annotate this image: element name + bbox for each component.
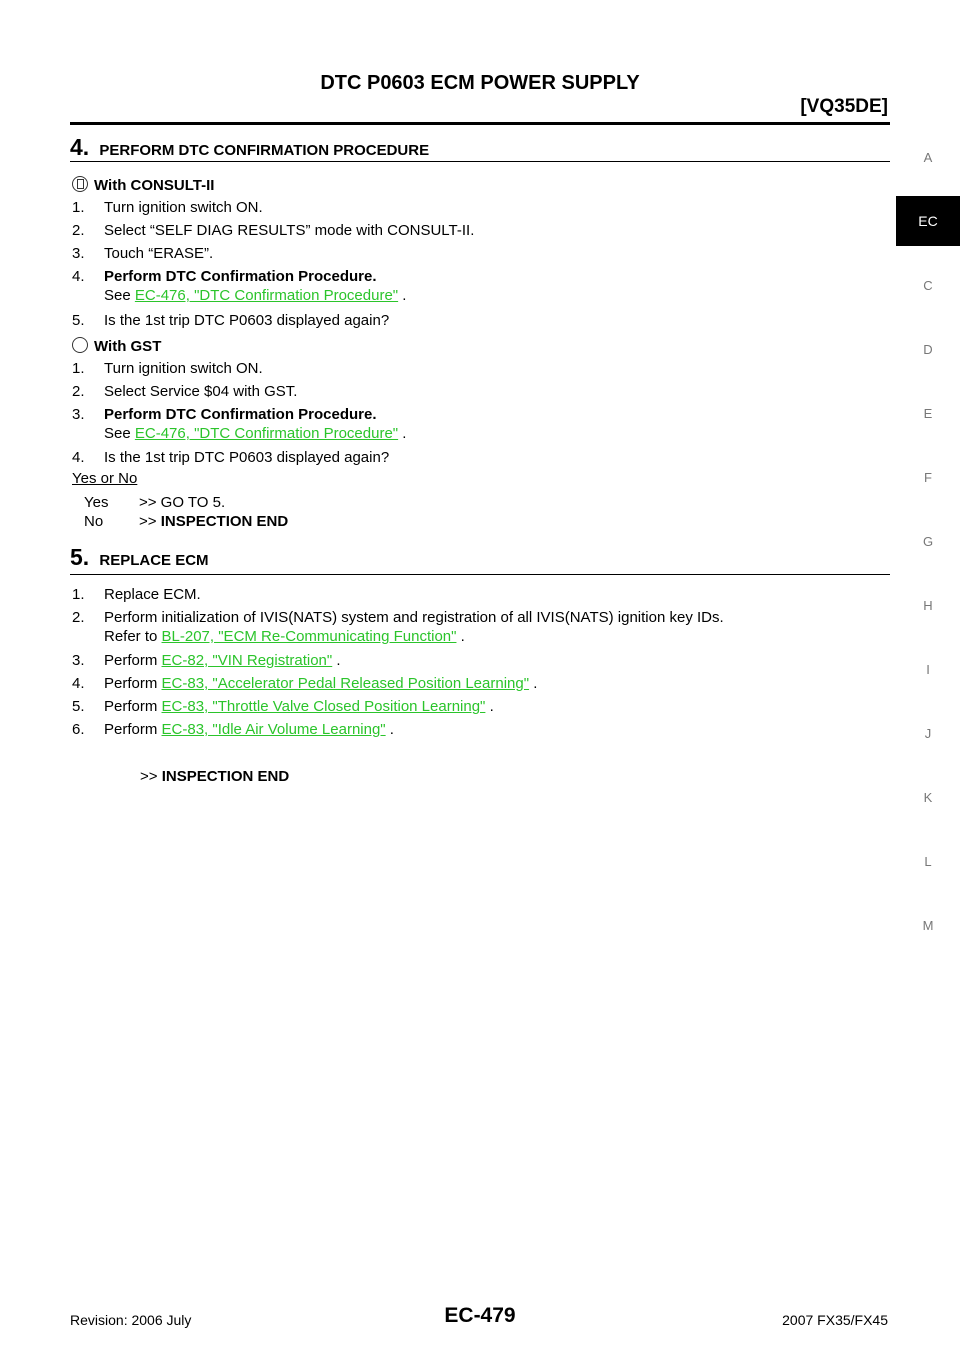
- side-tab-m[interactable]: M: [922, 918, 934, 933]
- consult-icon: [72, 176, 88, 192]
- gst-dtc-link[interactable]: EC-476, "DTC Confirmation Procedure": [134, 425, 399, 442]
- yes-row: Yes>> GO TO 5.: [84, 494, 226, 511]
- accelerator-learning-link[interactable]: EC-83, "Accelerator Pedal Released Posit…: [161, 675, 530, 692]
- engine-code: [VQ35DE]: [800, 96, 888, 117]
- consult-step-1: 1.Turn ignition switch ON.: [72, 199, 263, 216]
- side-tab-a[interactable]: A: [923, 150, 933, 165]
- side-tab-e[interactable]: E: [923, 406, 933, 421]
- gst-label: With GST: [72, 337, 161, 356]
- step-5-end: >> INSPECTION END: [140, 768, 290, 785]
- gst-step-2: 2.Select Service $04 with GST.: [72, 383, 298, 400]
- step-5-heading: 5. REPLACE ECM: [70, 544, 209, 571]
- consult-step-3: 3.Touch “ERASE”.: [72, 245, 214, 262]
- consult-step-4: 4.Perform DTC Confirmation Procedure.: [72, 268, 377, 285]
- consult-step-2: 2.Select “SELF DIAG RESULTS” mode with C…: [72, 222, 475, 239]
- gst-step-4: 4.Is the 1st trip DTC P0603 displayed ag…: [72, 449, 390, 466]
- side-tab-ec[interactable]: EC: [896, 196, 960, 246]
- gst-see-line: See EC-476, "DTC Confirmation Procedure"…: [104, 425, 407, 442]
- ecm-step-1: 1.Replace ECM.: [72, 586, 201, 603]
- gst-icon: [72, 337, 88, 353]
- step-5-number: 5.: [70, 544, 90, 570]
- side-tab-i[interactable]: I: [926, 662, 930, 677]
- ecm-refer-line: Refer to BL-207, "ECM Re-Communicating F…: [104, 628, 465, 645]
- throttle-learning-link[interactable]: EC-83, "Throttle Valve Closed Position L…: [161, 698, 486, 715]
- ecm-step-3: 3.Perform EC-82, "VIN Registration" .: [72, 652, 341, 669]
- side-tab-h[interactable]: H: [923, 598, 933, 613]
- side-tab-j[interactable]: J: [924, 726, 932, 741]
- step-4-divider: [70, 161, 890, 162]
- ecm-step-4: 4.Perform EC-83, "Accelerator Pedal Rele…: [72, 675, 538, 692]
- consult-dtc-link[interactable]: EC-476, "DTC Confirmation Procedure": [134, 287, 399, 304]
- step-5-title: REPLACE ECM: [99, 552, 209, 569]
- revision-date: Revision: 2006 July: [70, 1312, 192, 1328]
- step-4-number: 4.: [70, 134, 90, 160]
- side-tab-k[interactable]: K: [923, 790, 933, 805]
- yes-or-no-label: Yes or No: [72, 470, 138, 487]
- vin-registration-link[interactable]: EC-82, "VIN Registration": [161, 652, 333, 669]
- consult-see-line: See EC-476, "DTC Confirmation Procedure"…: [104, 287, 407, 304]
- side-tab-g[interactable]: G: [922, 534, 934, 549]
- page-number: EC-479: [444, 1304, 516, 1327]
- idle-air-learning-link[interactable]: EC-83, "Idle Air Volume Learning": [161, 721, 386, 738]
- gst-step-3: 3.Perform DTC Confirmation Procedure.: [72, 406, 377, 423]
- side-tab-f[interactable]: F: [924, 470, 932, 485]
- step-5-divider: [70, 574, 890, 575]
- ecm-step-5: 5.Perform EC-83, "Throttle Valve Closed …: [72, 698, 494, 715]
- step-4-title: PERFORM DTC CONFIRMATION PROCEDURE: [99, 142, 430, 159]
- consult-label: With CONSULT-II: [72, 176, 214, 195]
- consult-step-5: 5.Is the 1st trip DTC P0603 displayed ag…: [72, 312, 390, 329]
- side-tab-l[interactable]: L: [924, 854, 932, 869]
- side-tab-c[interactable]: C: [923, 278, 933, 293]
- model-name: 2007 FX35/FX45: [782, 1312, 888, 1328]
- step-4-heading: 4. PERFORM DTC CONFIRMATION PROCEDURE: [70, 134, 429, 161]
- ecm-step-6: 6.Perform EC-83, "Idle Air Volume Learni…: [72, 721, 394, 738]
- header-divider: [70, 122, 890, 125]
- page-title: DTC P0603 ECM POWER SUPPLY: [320, 72, 640, 94]
- no-row: No>> INSPECTION END: [84, 513, 289, 530]
- ecm-recomm-link[interactable]: BL-207, "ECM Re-Communicating Function": [161, 628, 457, 645]
- ecm-step-2: 2.Perform initialization of IVIS(NATS) s…: [72, 609, 724, 626]
- gst-step-1: 1.Turn ignition switch ON.: [72, 360, 263, 377]
- side-tab-d[interactable]: D: [923, 342, 933, 357]
